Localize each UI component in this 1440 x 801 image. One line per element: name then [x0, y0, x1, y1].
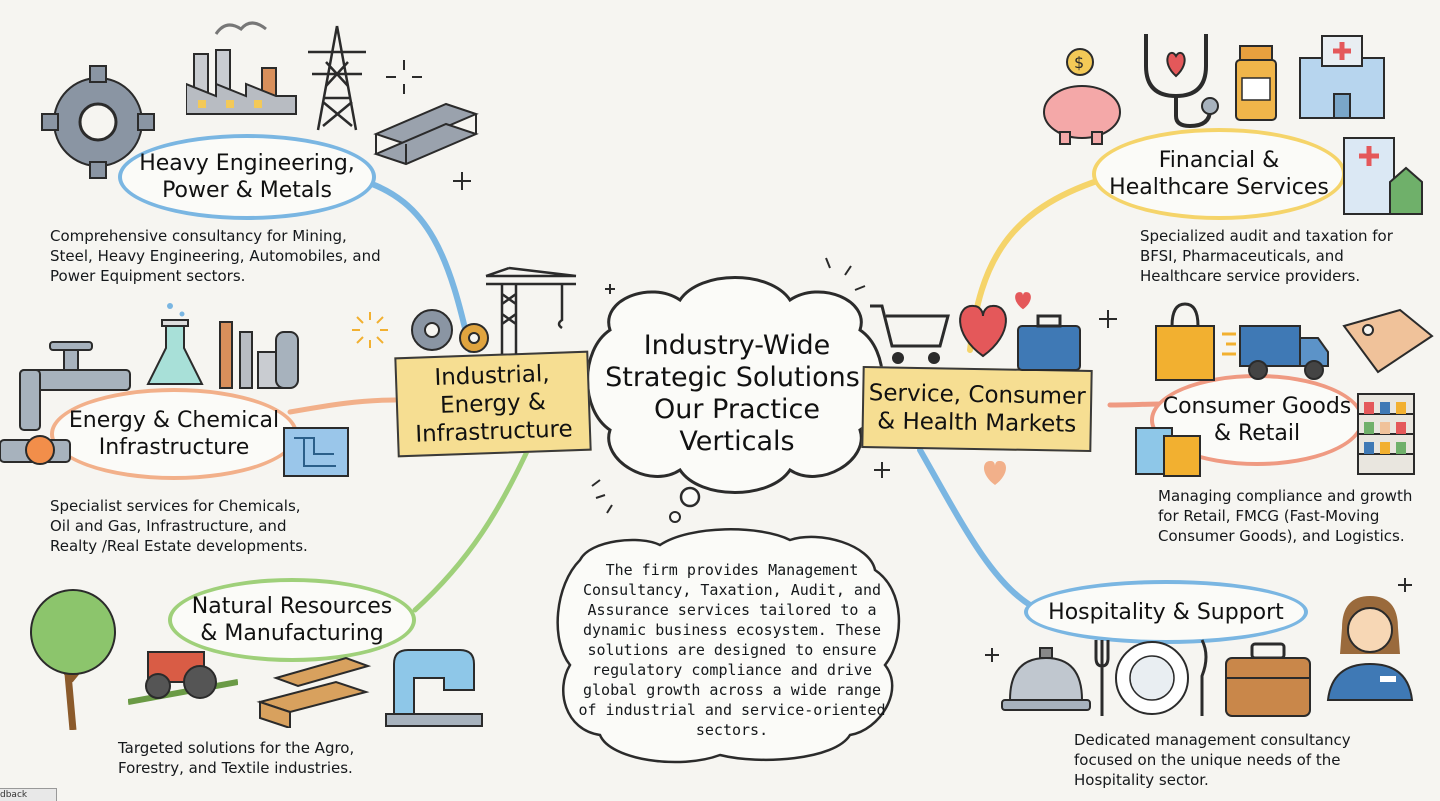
heart-icon [983, 460, 1007, 485]
footer-tab[interactable]: dback [0, 788, 57, 801]
gear-icon [41, 65, 155, 179]
description-energy-chemical: Specialist services for Chemicals, Oil a… [50, 497, 308, 555]
node-title-line: Power & Metals [162, 178, 332, 203]
hospital-icon [1343, 137, 1423, 215]
store-shelf-icon [1357, 393, 1415, 475]
branch-banner-industrial: Industrial, Energy & Infrastructure [394, 350, 592, 458]
node-title-line: & Manufacturing [200, 621, 384, 646]
banner-title-line: Industrial, [433, 361, 551, 392]
node-heavy-engineering: Heavy Engineering, Power & Metals [118, 134, 376, 220]
sewing-machine-icon [385, 649, 483, 727]
center-description: The firm provides Management Consultancy… [578, 561, 886, 739]
node-title-line: Energy & Chemical [68, 408, 280, 433]
center-cloud [586, 276, 884, 494]
suitcase-icon [1225, 642, 1311, 717]
staff-person-icon [1326, 596, 1414, 701]
banner-title-line: Service, Consumer [868, 380, 1086, 410]
node-title-line: Consumer Goods [1162, 394, 1352, 419]
description-consumer-retail: Managing compliance and growth for Retai… [1158, 487, 1413, 545]
description-natural-resources: Targeted solutions for the Agro, Forestr… [118, 739, 355, 777]
delivery-truck-icon [1222, 325, 1329, 380]
description-cloud [556, 528, 901, 764]
node-title-line: Healthcare Services [1109, 175, 1329, 200]
tractor-icon [128, 651, 238, 705]
branch-banner-service: Service, Consumer & Health Markets [861, 365, 1093, 453]
power-tower-icon [308, 25, 366, 131]
briefcase-icon [1017, 314, 1081, 371]
gear-icon [411, 309, 489, 353]
heart-icon [1015, 292, 1031, 310]
footer-tab-label: dback [0, 790, 28, 800]
connector-natural-resources [412, 442, 533, 613]
pipe-valve-icon [0, 341, 131, 465]
connector-consumer [1107, 401, 1163, 408]
pill-bottle-icon [1235, 45, 1277, 121]
connector-heavy-engineering [357, 177, 473, 353]
node-natural-resources: Natural Resources & Manufacturing [168, 578, 416, 662]
center-title: Industry-Wide Strategic Solutions: Our P… [605, 330, 869, 457]
burst-icon [352, 312, 388, 348]
stethoscope-icon [1144, 34, 1219, 129]
description-heavy-engineering: Comprehensive consultancy for Mining, St… [50, 227, 381, 285]
shopping-bags-icon [1155, 302, 1215, 381]
node-title-line: Financial & [1158, 148, 1280, 173]
crane-icon [485, 266, 577, 354]
hospital-icon [1299, 35, 1385, 119]
node-energy-chemical: Energy & Chemical Infrastructure [50, 388, 298, 480]
node-title-line: Hospitality & Support [1048, 599, 1284, 625]
description-hospitality: Dedicated management consultancy focused… [1074, 731, 1351, 789]
flask-icon [146, 303, 204, 385]
banner-title-line: & Health Markets [876, 408, 1077, 438]
tree-icon [30, 589, 116, 730]
banner-title-line: Infrastructure [414, 416, 574, 448]
connector-hospitality [917, 447, 1033, 608]
node-title-line: Heavy Engineering, [139, 151, 355, 176]
steel-beams-icon [373, 102, 479, 166]
node-title-line: & Retail [1213, 421, 1301, 446]
node-hospitality: Hospitality & Support [1024, 580, 1308, 644]
price-tag-icon [1342, 308, 1434, 374]
shopping-cart-icon [870, 304, 950, 364]
description-financial-healthcare: Specialized audit and taxation for BFSI,… [1140, 227, 1393, 285]
piggy-bank-icon: $ [1043, 48, 1121, 145]
blueprint-icon [283, 427, 349, 477]
service-bell-icon [1001, 647, 1091, 711]
connector-energy-chemical [287, 397, 398, 415]
chemical-plant-icon [219, 321, 299, 389]
node-title-line: Natural Resources [191, 594, 393, 619]
node-title-line: Infrastructure [98, 435, 250, 460]
heart-icon [959, 304, 1007, 358]
sparkle-icon [453, 172, 1412, 662]
node-financial-healthcare: Financial & Healthcare Services [1092, 128, 1346, 220]
factory-icon [186, 21, 297, 115]
svg-text:$: $ [1074, 53, 1084, 72]
plate-cutlery-icon [1094, 639, 1208, 716]
lumber-icon [256, 656, 372, 728]
shopping-bags-icon [1135, 427, 1201, 477]
